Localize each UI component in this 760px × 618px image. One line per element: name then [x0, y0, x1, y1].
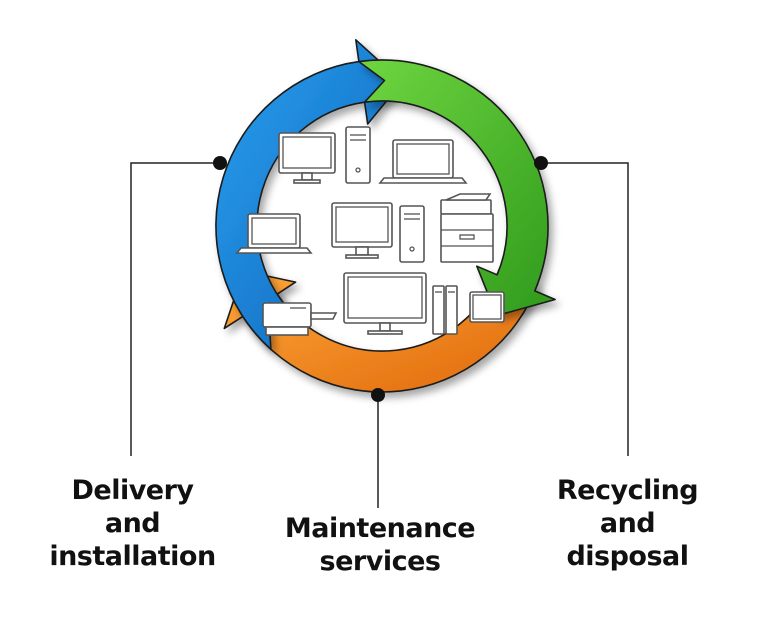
all-in-one-pc-icon [331, 202, 393, 259]
laptop-icon [378, 139, 468, 184]
label-line: Maintenance [284, 513, 476, 544]
printer-icon [440, 193, 494, 263]
tower-pc-icon [345, 126, 371, 184]
label-line: Delivery [71, 475, 194, 506]
leader-line-delivery [130, 162, 220, 456]
label-maintenance-services: Maintenance services [270, 512, 490, 578]
server-icon [432, 285, 458, 335]
tower-pc-icon-2 [399, 205, 425, 263]
label-line: and [599, 508, 656, 539]
dot-maintenance [371, 388, 385, 402]
monitor-icon-3 [469, 291, 505, 323]
dot-recycling [534, 156, 548, 170]
label-line: and [104, 508, 161, 539]
dot-delivery [213, 156, 227, 170]
label-line: installation [49, 541, 216, 572]
arrow-recycling [358, 59, 556, 317]
label-recycling-and-disposal: Recycling and disposal [545, 474, 710, 573]
monitor-icon-2 [343, 272, 427, 335]
leader-line-recycling [541, 162, 629, 456]
leader-lines [130, 162, 629, 508]
label-delivery-and-installation: Delivery and installation [40, 474, 225, 573]
stage-dots [213, 156, 548, 402]
device-cluster [235, 126, 505, 336]
printer-icon-2 [262, 302, 338, 336]
label-line: services [319, 546, 441, 577]
label-line: disposal [566, 541, 689, 572]
monitor-icon [278, 132, 336, 184]
laptop-icon-2 [235, 213, 313, 254]
label-line: Recycling [556, 475, 699, 506]
